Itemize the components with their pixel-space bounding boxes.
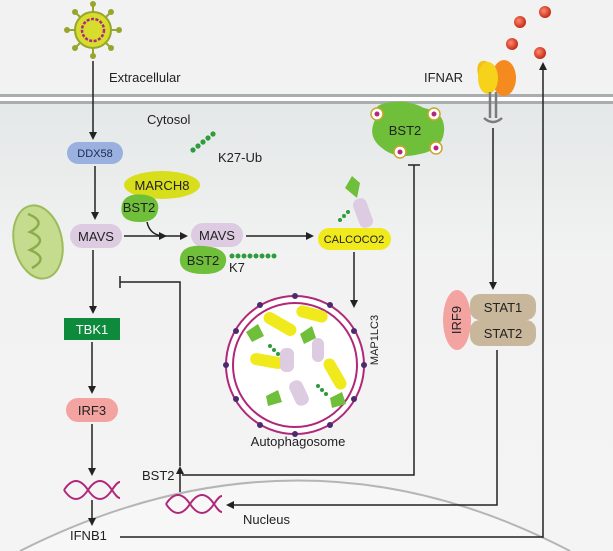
k7-label: K7: [229, 260, 245, 275]
interferon-ligands-icon: [506, 6, 551, 59]
mavs-mid-label: MAVS: [199, 228, 235, 243]
stat1-label: STAT1: [484, 300, 523, 315]
tbk1-node: [64, 318, 120, 340]
irf9-node: [443, 290, 471, 350]
extracellular-label: Extracellular: [109, 70, 181, 85]
plasma-membrane-outer: [0, 94, 613, 97]
plasma-membrane-inner: [0, 101, 613, 104]
irf3-label: IRF3: [78, 403, 106, 418]
calcoco2-label: CALCOCO2: [324, 234, 385, 246]
k27-ub-label: K27-Ub: [218, 150, 262, 165]
autophagosome-label: Autophagosome: [251, 434, 346, 449]
k7-ubiquitin-chain-icon: [229, 253, 277, 259]
ddx58-label: DDX58: [77, 148, 112, 160]
nucleus-label: Nucleus: [243, 512, 290, 527]
irf3-node: [66, 398, 118, 422]
nuclear-envelope: [19, 479, 571, 551]
k27-ubiquitin-chain-icon: [190, 131, 216, 153]
ifnb1-label: IFNB1: [70, 528, 107, 543]
ifnar-label: IFNAR: [424, 70, 463, 85]
mavs-ubiquitinated-node: [191, 223, 243, 247]
tbk1-label: TBK1: [76, 322, 109, 337]
virus-particle-icon: [64, 1, 122, 59]
stat2-label: STAT2: [484, 326, 523, 341]
ddx58-node: [67, 142, 123, 164]
mitochondrion-icon: [12, 204, 64, 280]
calcoco2-node: [318, 228, 391, 250]
bst2-membrane-label: BST2: [389, 123, 422, 138]
stat1-node: [470, 294, 536, 320]
map1lc3-label: MAP1LC3: [369, 315, 381, 365]
bst2-virion-tethering-cluster: [370, 101, 445, 159]
calcoco2-cargo-icon: [338, 176, 374, 228]
bst2-complex-label: BST2: [123, 200, 156, 215]
bst2-mid-label: BST2: [187, 253, 220, 268]
bst2-gene-helix-icon: [165, 494, 223, 514]
stat2-node: [470, 320, 536, 346]
cytosol-label: Cytosol: [147, 112, 190, 127]
march8-label: MARCH8: [135, 178, 190, 193]
bst2-nucleus-label: BST2: [142, 468, 175, 483]
ifnb1-gene-helix-icon: [63, 480, 121, 500]
autophagosome-icon: [223, 293, 367, 437]
pathway-arrows: [88, 61, 547, 538]
ifnar-receptor-icon: [477, 60, 516, 124]
bst2-complex-node: [121, 194, 159, 222]
irf9-label: IRF9: [449, 306, 464, 334]
bst2-bound-node: [179, 245, 227, 274]
march8-node: [124, 171, 200, 199]
mavs-node: [70, 224, 122, 248]
mavs-label: MAVS: [78, 229, 114, 244]
